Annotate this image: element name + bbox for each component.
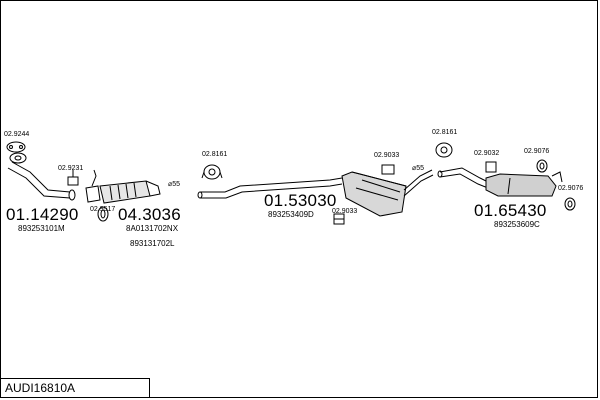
part-number-04-3036: 04.3036: [118, 205, 181, 224]
ref-02-9033-upper: 02.9033: [374, 152, 400, 159]
rear-silencer-part: [437, 167, 563, 197]
rubber-mount-8161-right: [435, 142, 453, 158]
oe-number-893253409d: 893253409D: [268, 210, 314, 219]
clamp-9033-upper: [381, 164, 395, 175]
part-number-01-53030: 01.53030: [264, 191, 337, 210]
clamp-9033-lower: [333, 213, 345, 225]
oe-number-893253609c: 893253609C: [494, 220, 540, 229]
bracket-9517: [97, 206, 109, 222]
oe-number-8a0131702nx: 8A0131702NX: [126, 224, 179, 233]
middle-silencer-part: [197, 169, 434, 217]
ref-02-9231: 02.9231: [58, 165, 84, 172]
title-box: AUDI16810A: [0, 378, 150, 398]
front-pipe-part: [7, 152, 76, 201]
ref-02-9076-lower: 02.9076: [558, 185, 584, 192]
oe-number-893131702l: 893131702L: [130, 239, 175, 248]
kit-title: AUDI16810A: [5, 381, 76, 395]
catalytic-converter: [85, 169, 161, 204]
diameter-mark-rear: ⌀55: [412, 165, 425, 172]
diameter-mark-front: ⌀55: [168, 181, 181, 188]
clamp-9231: [67, 170, 79, 186]
oe-number-893253101m: 893253101M: [18, 224, 65, 233]
rubber-ring-9076-upper: [536, 159, 548, 173]
ref-02-9032: 02.9032: [474, 150, 500, 157]
ref-02-9076-upper: 02.9076: [524, 148, 550, 155]
ref-02-9244: 02.9244: [4, 131, 30, 138]
gasket-9244: [6, 141, 26, 153]
ref-02-8161-right: 02.8161: [432, 129, 458, 136]
clamp-9032: [485, 161, 497, 173]
ref-02-9033-lower: 02.9033: [332, 208, 358, 215]
part-number-01-65430: 01.65430: [474, 201, 547, 220]
rubber-mount-8161-left: [201, 164, 223, 180]
rubber-ring-9076-lower: [564, 197, 576, 211]
part-number-01-14290: 01.14290: [6, 205, 79, 224]
ref-02-9517: 02.9517: [90, 206, 116, 213]
ref-02-8161-left: 02.8161: [202, 151, 228, 158]
